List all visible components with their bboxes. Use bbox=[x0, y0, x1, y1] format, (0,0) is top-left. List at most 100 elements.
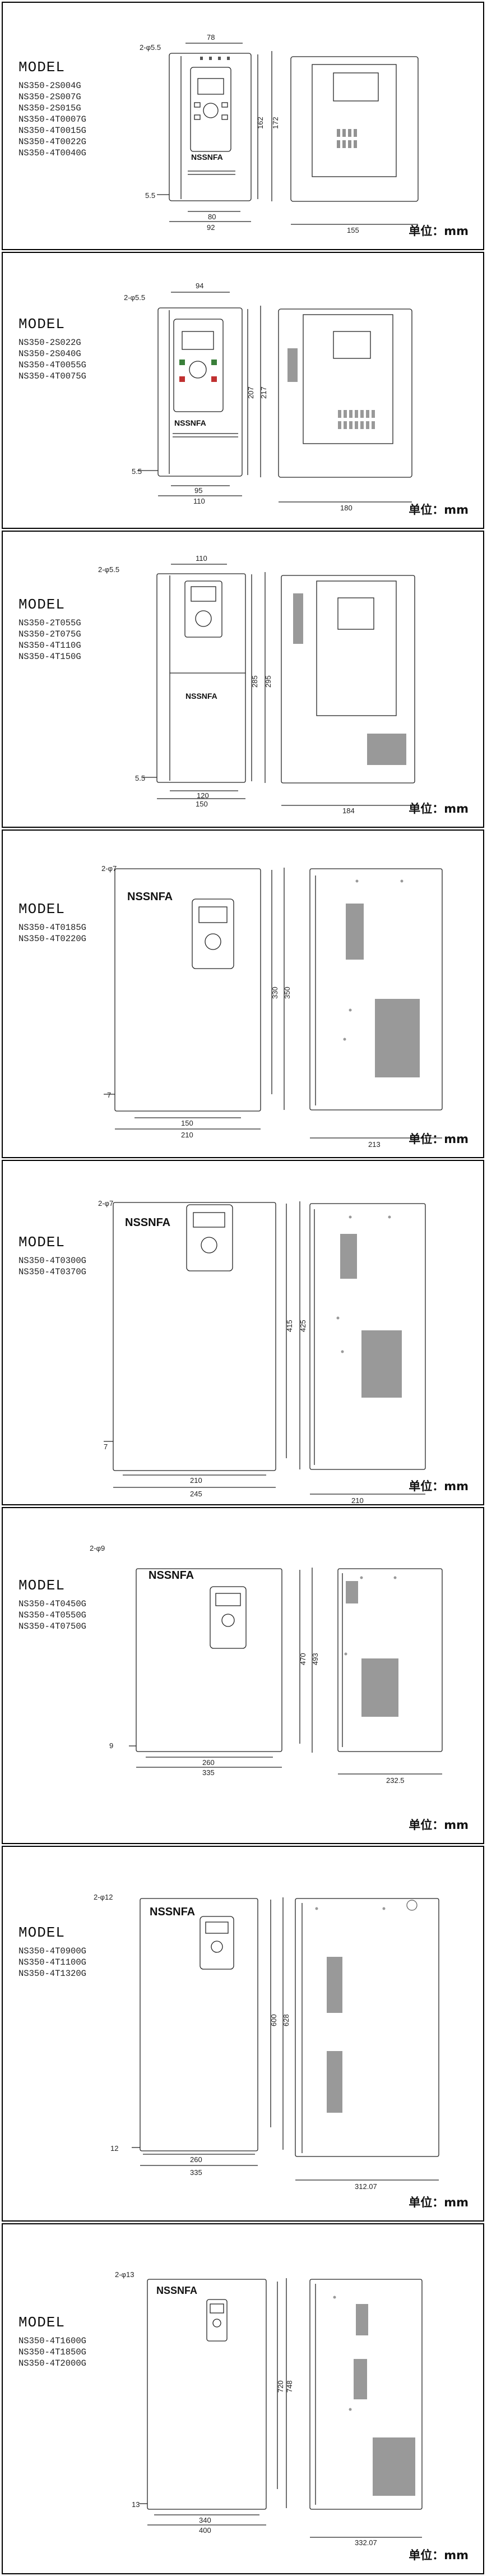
dim-bottom-offset: 13 bbox=[132, 2500, 140, 2509]
section-3: MODEL NS350-2T055G NS350-2T075G NS350-4T… bbox=[2, 531, 484, 828]
model-heading: MODEL bbox=[18, 596, 66, 613]
brand-label: NSSNFA bbox=[156, 2285, 197, 2296]
dim-bottom-offset: 7 bbox=[107, 1091, 111, 1099]
unit-label: 单位：mm bbox=[409, 1818, 469, 1832]
dim-holes: 2-φ5.5 bbox=[98, 565, 119, 574]
model-list: NS350-4T0185G NS350-4T0220G bbox=[18, 922, 86, 944]
section-4: MODEL NS350-4T0185G NS350-4T0220G NSSNFA… bbox=[2, 830, 484, 1158]
brand-label: NSSNFA bbox=[149, 1569, 194, 1582]
model-list: NS350-2S022G NS350-2S040G NS350-4T0055G … bbox=[18, 337, 86, 382]
dim-total-width: 150 bbox=[196, 800, 208, 808]
model-item: NS350-4T150G bbox=[18, 652, 81, 662]
dim-height-inner: 720 bbox=[276, 2380, 285, 2393]
dim-total-width: 335 bbox=[190, 2168, 202, 2177]
model-item: NS350-2S022G bbox=[18, 338, 81, 348]
model-item: NS350-4T0900G bbox=[18, 1946, 86, 1956]
model-item: NS350-2T075G bbox=[18, 629, 81, 639]
dim-hole-spacing: 95 bbox=[194, 486, 202, 495]
model-item: NS350-2S040G bbox=[18, 349, 81, 359]
model-item: NS350-4T0450G bbox=[18, 1599, 86, 1609]
model-heading: MODEL bbox=[18, 1234, 66, 1251]
dim-height-inner: 330 bbox=[271, 987, 279, 999]
model-heading: MODEL bbox=[18, 1577, 66, 1594]
dim-holes: 2-φ9 bbox=[90, 1544, 105, 1552]
model-item: NS350-4T1100G bbox=[18, 1957, 86, 1967]
model-item: NS350-2S015G bbox=[18, 103, 81, 113]
dim-depth: 155 bbox=[347, 226, 359, 234]
dim-total-width: 335 bbox=[202, 1768, 215, 1777]
dim-depth: 210 bbox=[351, 1496, 364, 1505]
brand-label: NSSNFA bbox=[125, 1216, 170, 1229]
model-item: NS350-4T1600G bbox=[18, 2336, 86, 2346]
dim-depth: 184 bbox=[342, 807, 355, 815]
dim-depth: 232.5 bbox=[386, 1776, 405, 1785]
dim-top-width: 110 bbox=[196, 554, 207, 563]
dim-height-outer: 350 bbox=[283, 987, 291, 999]
section-5: MODEL NS350-4T0300G NS350-4T0370G NSSNFA… bbox=[2, 1160, 484, 1505]
dim-depth: 312.07 bbox=[355, 2182, 377, 2191]
dim-hole-spacing: 120 bbox=[197, 791, 209, 800]
technical-drawing: NSSNFA 2-φ12 600 628 12 260 335 312.07 bbox=[94, 1893, 439, 2191]
dim-top-width: 94 bbox=[196, 282, 203, 290]
section-1: MODEL NS350-2S004G NS350-2S007G NS350-2S… bbox=[2, 2, 484, 250]
model-item: NS350-4T0185G bbox=[18, 923, 86, 933]
dim-height-outer: 748 bbox=[285, 2380, 294, 2393]
dim-hole-spacing: 80 bbox=[208, 213, 216, 221]
section-6: MODEL NS350-4T0450G NS350-4T0550G NS350-… bbox=[2, 1507, 484, 1844]
dim-top-width: 78 bbox=[207, 33, 215, 42]
dim-height-outer: 172 bbox=[271, 117, 280, 129]
model-item: NS350-4T0022G bbox=[18, 137, 86, 147]
model-heading: MODEL bbox=[18, 1924, 66, 1941]
dim-bottom-offset: 12 bbox=[110, 2144, 118, 2153]
dim-height-inner: 470 bbox=[299, 1653, 307, 1665]
model-item: NS350-4T1850G bbox=[18, 2347, 86, 2357]
dim-height-inner: 285 bbox=[251, 675, 259, 688]
model-item: NS350-4T1320G bbox=[18, 1969, 86, 1979]
model-list: NS350-2T055G NS350-2T075G NS350-4T110G N… bbox=[18, 617, 81, 662]
model-list: NS350-4T1600G NS350-4T1850G NS350-4T2000… bbox=[18, 2335, 86, 2369]
model-heading: MODEL bbox=[18, 2314, 66, 2331]
dim-height-outer: 628 bbox=[282, 2014, 290, 2026]
dim-bottom-offset: 5.5 bbox=[145, 191, 155, 200]
model-list: NS350-2S004G NS350-2S007G NS350-2S015G N… bbox=[18, 80, 86, 159]
dim-bottom-offset: 5.5 bbox=[132, 467, 142, 476]
model-item: NS350-4T0007G bbox=[18, 114, 86, 125]
dim-depth: 180 bbox=[340, 504, 353, 512]
model-item: NS350-4T0015G bbox=[18, 126, 86, 136]
model-heading: MODEL bbox=[18, 316, 66, 333]
dim-height-outer: 493 bbox=[311, 1653, 319, 1665]
model-item: NS350-4T0040G bbox=[18, 148, 86, 158]
dim-height-inner: 162 bbox=[256, 117, 265, 129]
model-list: NS350-4T0300G NS350-4T0370G bbox=[18, 1255, 86, 1278]
dim-hole-spacing: 210 bbox=[190, 1476, 202, 1485]
unit-label: 单位：mm bbox=[409, 1480, 469, 1493]
model-item: NS350-4T0075G bbox=[18, 371, 86, 381]
model-item: NS350-4T0550G bbox=[18, 1610, 86, 1620]
dim-total-width: 110 bbox=[193, 497, 205, 505]
model-item: NS350-2T055G bbox=[18, 618, 81, 628]
dim-hole-spacing: 260 bbox=[190, 2155, 202, 2164]
technical-drawing: NSSNFA 2-φ5.5 110 285 295 5.5 120 150 18… bbox=[98, 554, 415, 815]
dim-holes: 2-φ13 bbox=[115, 2270, 134, 2279]
model-item: NS350-4T0055G bbox=[18, 360, 86, 370]
dim-bottom-offset: 5.5 bbox=[135, 774, 145, 782]
dim-height-outer: 217 bbox=[259, 386, 268, 399]
dim-total-width: 400 bbox=[199, 2526, 211, 2534]
model-item: NS350-4T0220G bbox=[18, 934, 86, 944]
model-item: NS350-2S007G bbox=[18, 92, 81, 102]
model-heading: MODEL bbox=[18, 59, 66, 76]
model-item: NS350-4T0750G bbox=[18, 1621, 86, 1632]
unit-label: 单位：mm bbox=[409, 224, 469, 238]
brand-label: NSSNFA bbox=[191, 153, 223, 162]
brand-label: NSSNFA bbox=[185, 692, 217, 701]
model-item: NS350-4T0300G bbox=[18, 1256, 86, 1266]
technical-drawing: NSSNFA 2-φ13 720 748 13 340 400 332.07 bbox=[115, 2270, 423, 2547]
model-item: NS350-2S004G bbox=[18, 81, 81, 91]
model-list: NS350-4T0450G NS350-4T0550G NS350-4T0750… bbox=[18, 1598, 86, 1632]
dim-hole-spacing: 260 bbox=[202, 1758, 215, 1767]
dim-bottom-offset: 9 bbox=[109, 1741, 113, 1750]
model-item: NS350-4T2000G bbox=[18, 2358, 86, 2368]
technical-drawing: NSSNFA 2-φ9 470 493 9 260 335 232.5 bbox=[90, 1544, 443, 1785]
unit-label: 单位：mm bbox=[409, 503, 469, 517]
unit-label: 单位：mm bbox=[409, 2549, 469, 2562]
